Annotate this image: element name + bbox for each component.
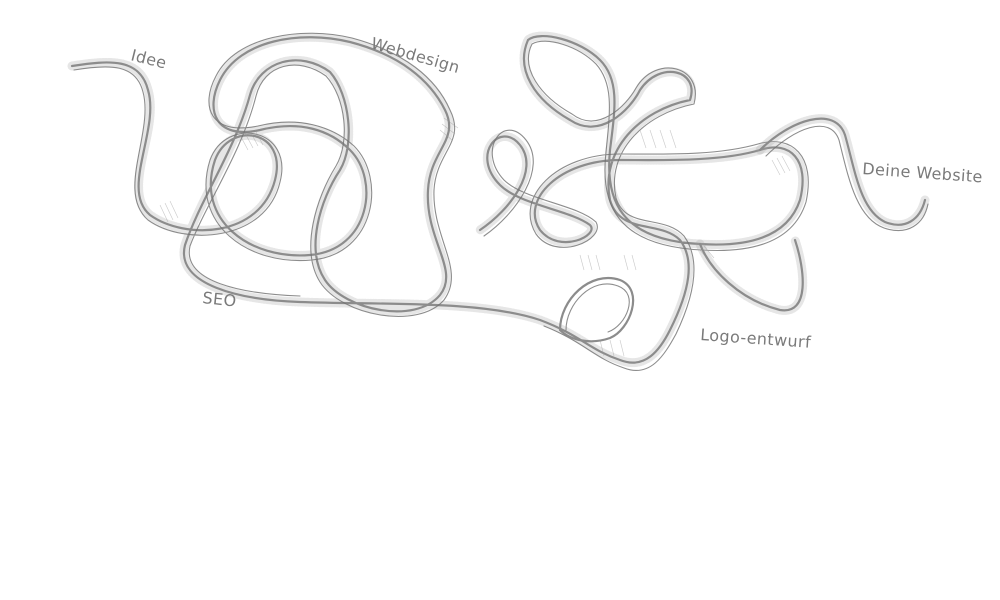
rope-inner-edge-right — [483, 40, 809, 371]
rope-small-loop — [558, 277, 635, 343]
label-logo-entwurf: Logo-entwurf — [700, 325, 812, 352]
rope-lower-loop — [698, 238, 804, 312]
rope-small-loop-inner — [565, 283, 630, 333]
tangled-rope — [67, 31, 930, 371]
rope-tail-inner — [765, 125, 929, 232]
rope-hatching — [159, 117, 791, 357]
rope-tail — [758, 117, 927, 226]
label-deine-website: Deine Website — [862, 159, 984, 186]
rope-inner-edge — [73, 32, 456, 318]
rope-shading — [67, 31, 808, 368]
rope-outline — [70, 35, 804, 364]
label-seo: SEO — [202, 288, 238, 310]
